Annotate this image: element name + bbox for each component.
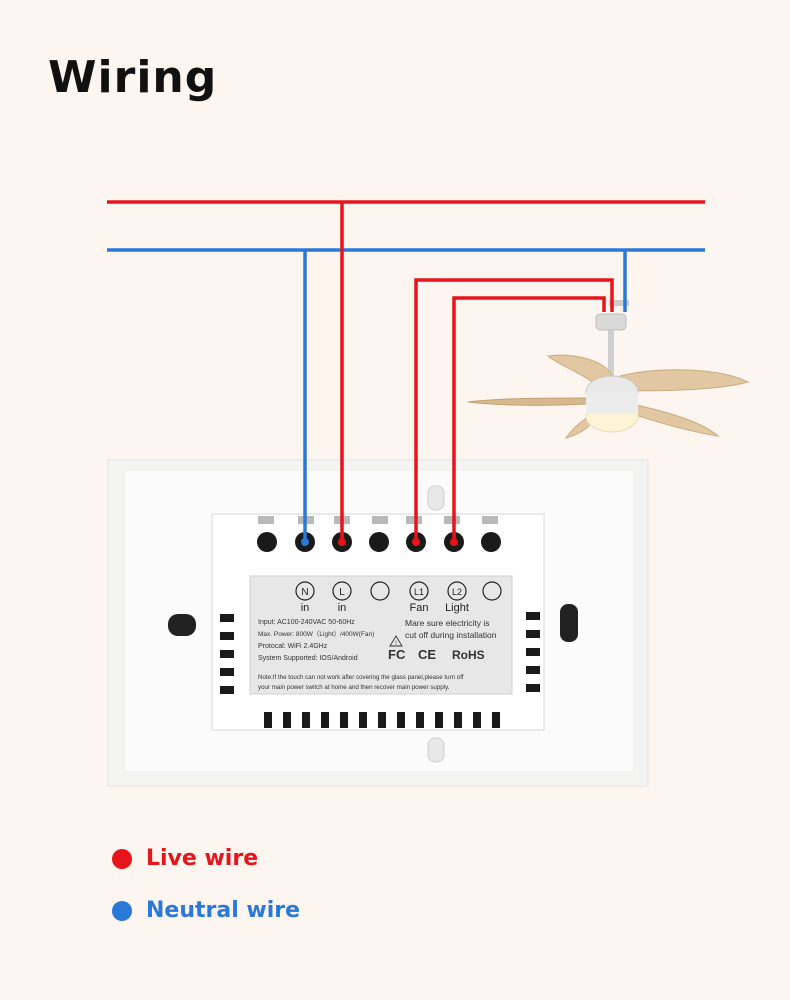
cert-rohs: RoHS [452,648,485,662]
wall-switch-back [107,459,649,787]
live-dot-icon [112,848,132,869]
legend-live-label: Live wire [146,846,259,871]
terminal-l2-label: Light [445,602,469,614]
spec-text: Input: AC100-240VAC 50-60Hz Max. Power: … [258,618,497,691]
note-line-1: Note:If the touch can not work after cov… [258,674,464,681]
warning-line-1: Mare sure electricity is [405,618,490,628]
cert-fc: FC [388,647,406,662]
neutral-dot-icon [112,900,132,921]
svg-text:!: ! [395,641,397,647]
legend-live: Live wire [112,846,258,871]
warning-line-2: cut off during installation [405,630,497,640]
ceiling-fan-icon [467,300,750,439]
spec-input: Input: AC100-240VAC 50-60Hz [258,619,355,626]
light-wire-l2 [452,296,606,542]
page-title: Wiring [48,52,218,103]
spec-system: System Supported: IOS/Android [258,655,358,662]
terminal-l1-label: Fan [410,602,429,614]
terminal-n-symbol: N [301,587,308,598]
terminal-l-label: in [338,602,347,614]
mounting-slot-right [560,604,578,642]
terminal-l2-symbol: L2 [452,587,462,597]
cert-ce: CE [418,647,436,662]
mounting-slot-left [168,614,196,636]
note-line-2: your main power switch at home and then … [258,684,450,691]
legend-neutral-label: Neutral wire [146,898,301,923]
legend-neutral: Neutral wire [112,898,300,923]
spec-label [249,575,513,695]
terminal-l1-symbol: L1 [414,587,424,597]
terminal-l-symbol: L [339,587,345,598]
terminal-n-label: in [301,602,310,614]
spec-protocol: Protocal: WiFi 2.4GHz [258,643,328,650]
wires [107,200,705,542]
warning-icon: ! [389,635,403,647]
spec-max-power: Max. Power: 800W（Light）/400W(Fan) [258,630,374,638]
terminal-labels: N L L1 L2 in in Fan Light [295,581,502,614]
fan-wire-l1 [414,278,614,542]
